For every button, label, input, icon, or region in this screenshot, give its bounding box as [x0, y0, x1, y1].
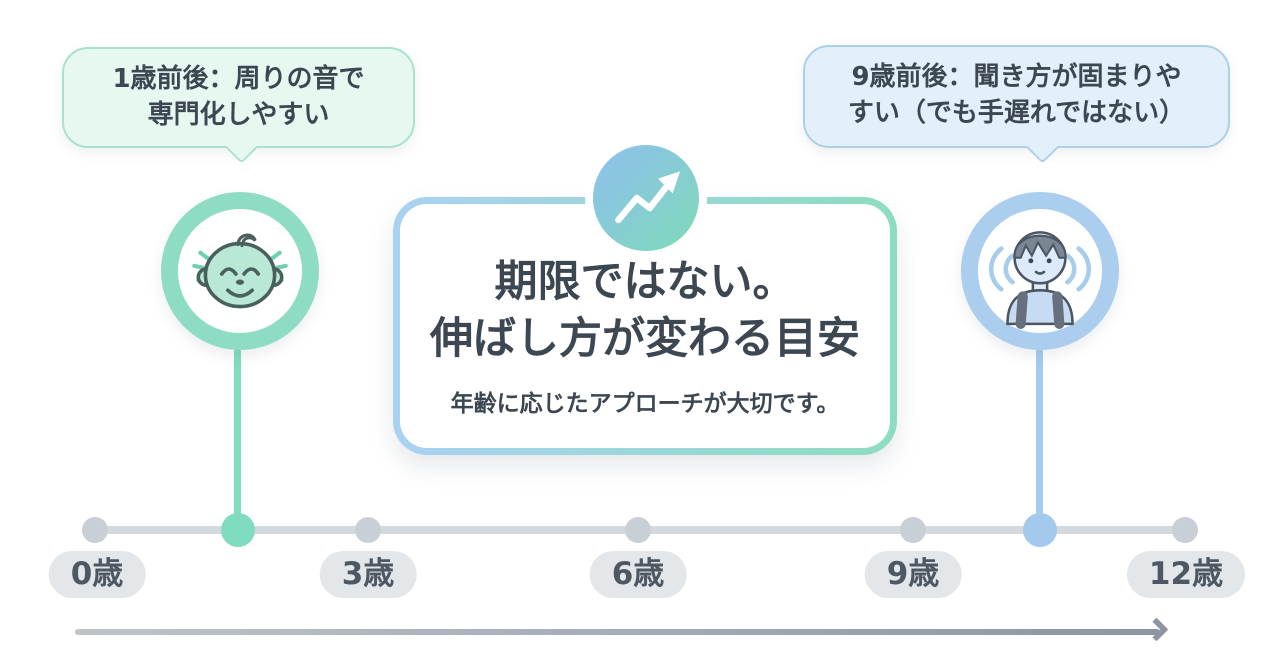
- connector-line-age9: [1036, 348, 1043, 530]
- callout-right-bubble: 9歳前後：聞き方が固まりや すい（でも手遅れではない）: [803, 45, 1230, 164]
- age-label-6: 6歳: [589, 551, 687, 598]
- callout-left-tail: [225, 131, 258, 164]
- age-direction-arrow: [75, 629, 1160, 635]
- callout-left-bubble: 1歳前後：周りの音で 専門化しやすい: [62, 47, 415, 164]
- age-direction-arrow-head: [1144, 617, 1169, 642]
- age-label-9: 9歳: [864, 551, 962, 598]
- callout-right-tail: [1026, 131, 1059, 164]
- callout-right-line2: すい（でも手遅れではない）: [847, 98, 1186, 128]
- timeline-dot-9: [900, 517, 926, 543]
- callout-right-line1: 9歳前後：聞き方が固まりや: [851, 62, 1182, 92]
- card-title-line2: 伸ばし方が変わる目安: [430, 314, 860, 364]
- timeline-marker-age9-dot: [1023, 513, 1057, 547]
- baby-marker-badge: [161, 192, 319, 350]
- timeline-dot-0: [82, 517, 108, 543]
- timeline-marker-age1-dot: [221, 513, 255, 547]
- timeline-dot-3: [355, 517, 381, 543]
- timeline-dot-6: [625, 517, 651, 543]
- card-subtitle: 年齢に応じたアプローチが大切です。: [450, 391, 840, 417]
- timeline-dot-12: [1172, 517, 1198, 543]
- callout-left-line1: 1歳前後：周りの音で: [112, 64, 365, 94]
- age-label-0: 0歳: [48, 551, 146, 598]
- schoolboy-listening-icon: [988, 231, 1092, 329]
- schoolboy-marker-badge: [961, 192, 1119, 350]
- card-title-line1: 期限ではない。: [494, 257, 796, 307]
- age-label-12: 12歳: [1126, 551, 1246, 598]
- callout-left-line2: 専門化しやすい: [147, 100, 330, 130]
- trending-up-arrow-icon: [615, 171, 681, 224]
- baby-face-icon: [192, 233, 288, 309]
- trend-circle-badge: [593, 145, 699, 251]
- age-label-3: 3歳: [319, 551, 417, 598]
- connector-line-age1: [234, 348, 241, 530]
